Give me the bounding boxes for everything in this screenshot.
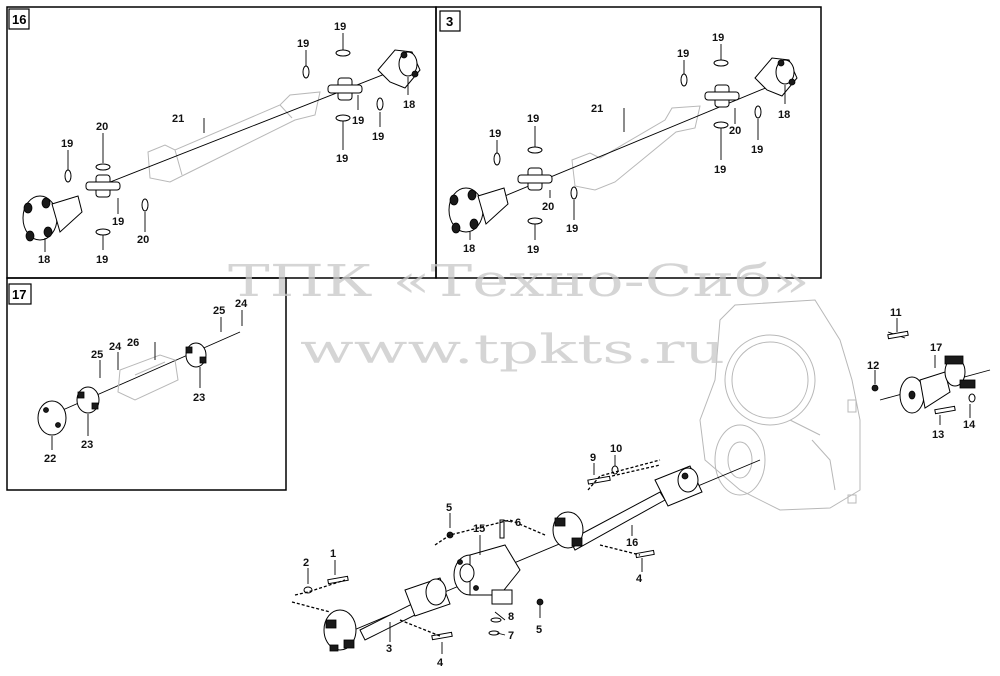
cross-right [302,49,384,122]
bearing-housing [117,354,179,401]
callout-18: 18 [778,109,790,121]
callout-24: 24 [109,341,122,353]
callout-19: 19 [61,138,73,150]
watermark-company: ТПК «Техно-Сиб» [228,256,810,307]
detail-box-16: 16 [6,6,437,279]
callout-17: 17 [930,342,942,354]
callout-6: 6 [515,517,521,529]
callout-7: 7 [508,630,514,642]
flange-yoke-left [22,195,83,242]
callout-19: 19 [372,131,384,143]
detail-box-3: 3 [435,6,822,279]
callout-14: 14 [963,419,976,431]
callout-2: 2 [303,557,309,569]
callout-20: 19 [352,115,364,127]
intermediate-bearing [453,544,521,605]
cross-right [680,59,762,129]
callout-4: 4 [437,657,444,669]
flange-yoke-left [448,187,509,234]
callout-19: 19 [336,153,348,165]
callout-19: 19 [677,48,689,60]
callout-5: 5 [446,502,452,514]
callout-18: 18 [463,243,475,255]
callout-19: 20 [96,121,108,133]
watermark: ТПК «Техно-Сиб» www.tpkts.ru [228,256,810,373]
callout-19: 19 [489,128,501,140]
detail-box-17: 17 25 24 26 25 [6,277,287,491]
callout-4: 4 [636,573,643,585]
flange-plate [37,400,67,436]
main-assembly: 11 17 12 13 14 9 10 [291,299,991,669]
callout-19: 19 [96,254,108,266]
callout-25: 25 [213,305,225,317]
output-coupling [899,355,976,414]
watermark-url: www.tpkts.ru [300,327,725,373]
callout-19: 19 [527,113,539,125]
box-17-label: 17 [12,287,26,302]
callout-19: 19 [334,21,346,33]
callout-25: 25 [91,349,103,361]
callout-18: 18 [38,254,50,266]
gearbox-housing [699,299,861,511]
callout-19: 19 [566,223,578,235]
callout-22: 22 [44,453,56,465]
callout-1: 1 [330,548,336,560]
box-3-label: 3 [446,14,453,29]
callout-9: 9 [590,452,596,464]
callout-11: 11 [890,307,902,319]
callout-19: 19 [527,244,539,256]
callout-24: 24 [235,298,248,310]
callout-19: 19 [712,32,724,44]
callout-19: 19 [297,38,309,50]
flange-yoke-right [377,49,421,89]
flange-yoke-right [754,57,798,97]
cross-left [493,146,578,225]
callout-3: 3 [386,643,392,655]
shaft-outline [147,91,321,183]
callout-12: 12 [867,360,879,372]
cardan-shaft-3 [323,577,451,652]
callout-19: 20 [137,234,149,246]
callout-16: 16 [626,537,638,549]
callout-21: 21 [172,113,184,125]
callout-26: 26 [127,337,139,349]
callout-8: 8 [508,611,514,623]
callout-19: 19 [751,144,763,156]
callout-5: 5 [536,624,542,636]
callout-19: 19 [714,164,726,176]
callout-20: 20 [542,201,554,213]
callout-18: 18 [403,99,415,111]
callout-15: 15 [473,523,485,535]
callout-21: 21 [591,103,603,115]
coupling-left [76,386,100,414]
cardan-shaft-16 [552,465,703,551]
coupling-right [185,342,207,368]
box-16-label: 16 [12,12,26,27]
callout-20: 20 [729,125,741,137]
callout-13: 13 [932,429,944,441]
callout-23: 23 [193,392,205,404]
shaft-outline [571,105,701,191]
callout-23: 23 [81,439,93,451]
callout-10: 10 [610,443,622,455]
callout-20: 19 [112,216,124,228]
